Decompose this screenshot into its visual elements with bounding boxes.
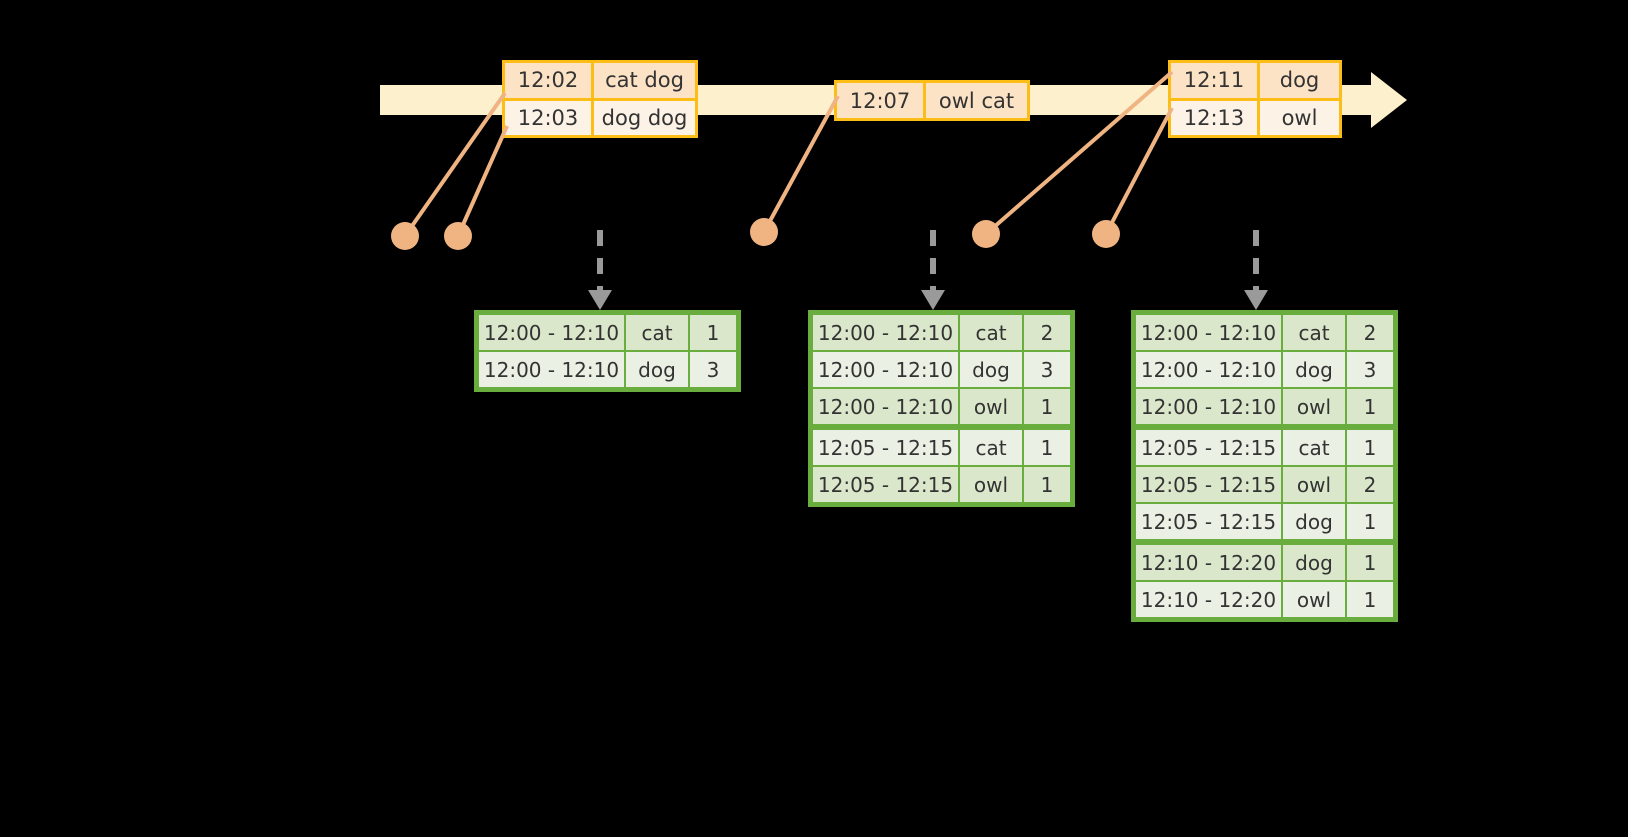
table-row[interactable]: 12:00 - 12:10 dog 3 (478, 351, 737, 388)
table-row[interactable]: 12:00 - 12:10 owl 1 (1135, 388, 1394, 425)
event-time: 12:07 (837, 83, 923, 118)
cell-count: 2 (1023, 314, 1071, 351)
event-dot-1 (391, 222, 419, 250)
connector-line-3 (762, 95, 840, 233)
event-box-group-2[interactable]: 12:07 owl cat (834, 80, 1030, 121)
cell-count: 1 (1023, 466, 1071, 503)
table-row[interactable]: 12:00 - 12:10 cat 2 (1135, 314, 1394, 351)
event-value: cat dog (591, 63, 695, 98)
event-row[interactable]: 12:07 owl cat (837, 83, 1027, 118)
cell-count: 1 (1023, 388, 1071, 425)
event-value: owl cat (923, 83, 1027, 118)
cell-count: 1 (1346, 388, 1394, 425)
cell-window: 12:00 - 12:10 (812, 314, 959, 351)
table-row[interactable]: 12:00 - 12:10 cat 2 (812, 314, 1071, 351)
table-row[interactable]: 12:10 - 12:20 dog 1 (1135, 544, 1394, 581)
cell-count: 1 (1346, 503, 1394, 540)
table-row[interactable]: 12:10 - 12:20 owl 1 (1135, 581, 1394, 618)
event-value: owl (1257, 100, 1339, 135)
event-time: 12:03 (505, 100, 591, 135)
cell-window: 12:00 - 12:10 (478, 314, 625, 351)
cell-count: 1 (1023, 429, 1071, 466)
cell-count: 1 (1346, 429, 1394, 466)
cell-window: 12:00 - 12:10 (1135, 314, 1282, 351)
table-group-separator (812, 425, 1071, 429)
cell-key: dog (1282, 544, 1346, 581)
event-box-group-3[interactable]: 12:11 dog 12:13 owl (1168, 60, 1342, 138)
cell-key: dog (625, 351, 689, 388)
table-row[interactable]: 12:05 - 12:15 dog 1 (1135, 503, 1394, 540)
event-value: dog (1257, 63, 1339, 98)
event-row[interactable]: 12:11 dog (1171, 63, 1339, 98)
cell-key: cat (625, 314, 689, 351)
event-box-group-1[interactable]: 12:02 cat dog 12:03 dog dog (502, 60, 698, 138)
cell-key: owl (959, 466, 1023, 503)
event-row[interactable]: 12:03 dog dog (505, 97, 695, 135)
event-dot-2 (444, 222, 472, 250)
table-row[interactable]: 12:00 - 12:10 owl 1 (812, 388, 1071, 425)
cell-key: owl (1282, 466, 1346, 503)
event-time: 12:13 (1171, 100, 1257, 135)
cell-count: 3 (1346, 351, 1394, 388)
table-group-separator (1135, 540, 1394, 544)
cell-window: 12:05 - 12:15 (1135, 466, 1282, 503)
result-table-3[interactable]: 12:00 - 12:10 cat 2 12:00 - 12:10 dog 3 … (1131, 310, 1398, 622)
table-row[interactable]: 12:05 - 12:15 cat 1 (812, 429, 1071, 466)
cell-key: cat (1282, 429, 1346, 466)
cell-key: owl (1282, 388, 1346, 425)
event-dot-3 (750, 218, 778, 246)
dashed-arrow-1 (588, 230, 612, 310)
cell-key: cat (1282, 314, 1346, 351)
cell-window: 12:10 - 12:20 (1135, 544, 1282, 581)
cell-count: 3 (689, 351, 737, 388)
event-time: 12:02 (505, 63, 591, 98)
cell-window: 12:00 - 12:10 (478, 351, 625, 388)
dashed-arrow-2 (921, 230, 945, 310)
cell-key: owl (1282, 581, 1346, 618)
cell-window: 12:00 - 12:10 (812, 351, 959, 388)
connector-line-2 (456, 125, 509, 237)
table-row[interactable]: 12:00 - 12:10 cat 1 (478, 314, 737, 351)
cell-count: 1 (689, 314, 737, 351)
dashed-arrow-3 (1244, 230, 1268, 310)
table-row[interactable]: 12:05 - 12:15 owl 1 (812, 466, 1071, 503)
result-table-1[interactable]: 12:00 - 12:10 cat 1 12:00 - 12:10 dog 3 (474, 310, 741, 392)
event-row[interactable]: 12:02 cat dog (505, 63, 695, 98)
cell-count: 2 (1346, 466, 1394, 503)
event-dot-4 (972, 220, 1000, 248)
cell-window: 12:05 - 12:15 (812, 466, 959, 503)
cell-key: cat (959, 314, 1023, 351)
cell-window: 12:00 - 12:10 (1135, 388, 1282, 425)
cell-count: 3 (1023, 351, 1071, 388)
table-group-separator (1135, 425, 1394, 429)
event-value: dog dog (591, 100, 695, 135)
cell-window: 12:00 - 12:10 (1135, 351, 1282, 388)
cell-window: 12:05 - 12:15 (812, 429, 959, 466)
cell-key: dog (959, 351, 1023, 388)
connector-line-5 (1104, 107, 1174, 235)
table-row[interactable]: 12:00 - 12:10 dog 3 (1135, 351, 1394, 388)
table-row[interactable]: 12:05 - 12:15 cat 1 (1135, 429, 1394, 466)
cell-window: 12:05 - 12:15 (1135, 429, 1282, 466)
cell-count: 2 (1346, 314, 1394, 351)
cell-key: dog (1282, 503, 1346, 540)
result-table-2[interactable]: 12:00 - 12:10 cat 2 12:00 - 12:10 dog 3 … (808, 310, 1075, 507)
table-row[interactable]: 12:00 - 12:10 dog 3 (812, 351, 1071, 388)
cell-count: 1 (1346, 544, 1394, 581)
cell-window: 12:10 - 12:20 (1135, 581, 1282, 618)
event-dot-5 (1092, 220, 1120, 248)
table-row[interactable]: 12:05 - 12:15 owl 2 (1135, 466, 1394, 503)
cell-key: dog (1282, 351, 1346, 388)
event-time: 12:11 (1171, 63, 1257, 98)
cell-window: 12:05 - 12:15 (1135, 503, 1282, 540)
cell-key: cat (959, 429, 1023, 466)
cell-key: owl (959, 388, 1023, 425)
timeline-arrowhead (1371, 72, 1407, 128)
cell-count: 1 (1346, 581, 1394, 618)
cell-window: 12:00 - 12:10 (812, 388, 959, 425)
event-row[interactable]: 12:13 owl (1171, 97, 1339, 135)
